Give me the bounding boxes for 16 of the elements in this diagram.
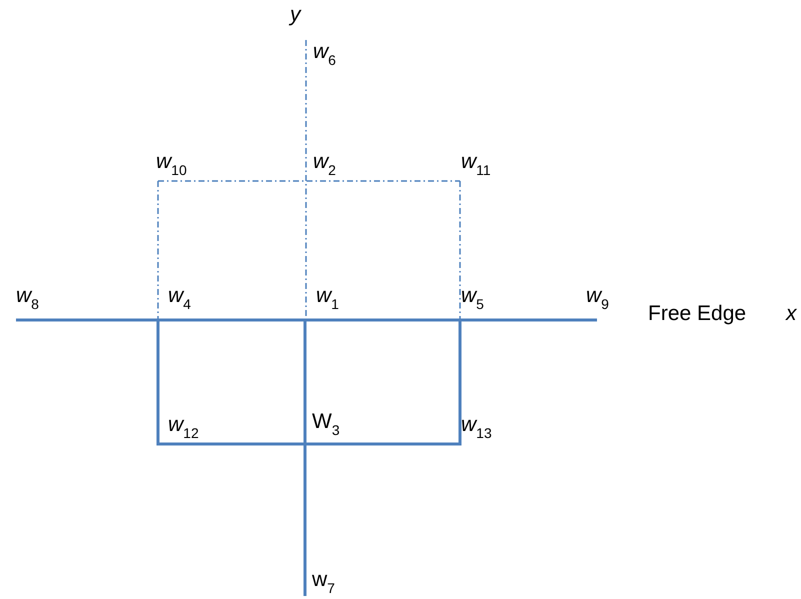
node-label: w$_{13}$: [461, 413, 492, 443]
node-label: w$_{4}$: [168, 284, 191, 314]
boundary-note: Free Edge: [648, 302, 746, 326]
node-label: w$_{2}$: [313, 150, 336, 180]
node-label: w$_{5}$: [461, 284, 484, 314]
node-label: w$_{9}$: [586, 284, 609, 314]
node-label: w$_{10}$: [156, 150, 187, 180]
node-label: w$_{1}$: [316, 284, 339, 314]
node-label: w$_{11}$: [461, 150, 491, 180]
node-label: W$_{3}$: [312, 410, 340, 440]
node-label: w$_{6}$: [313, 40, 336, 70]
node-label: w$_{7}$: [312, 568, 335, 598]
axis-label: x: [786, 302, 796, 326]
node-label: w$_{8}$: [16, 284, 39, 314]
axis-label: y: [290, 3, 300, 27]
node-label: w$_{12}$: [168, 413, 199, 443]
